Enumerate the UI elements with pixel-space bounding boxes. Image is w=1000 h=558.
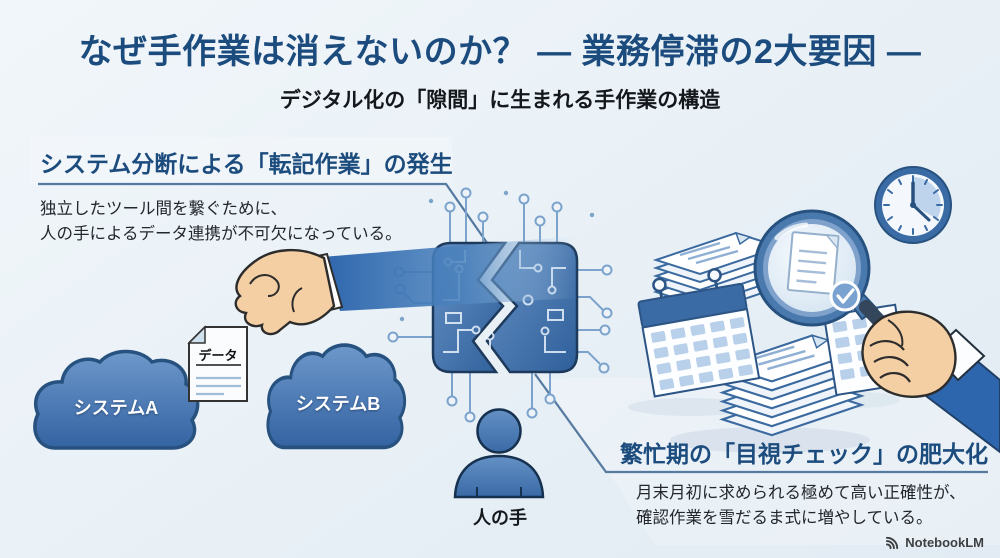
section-left-body-line2: 人の手によるデータ連携が不可欠になっている。 (40, 225, 402, 243)
watermark-brand: NotebookLM (905, 535, 984, 550)
data-document-icon (187, 325, 248, 402)
cloud-b-label: システムB (295, 394, 381, 414)
section-right-body: 月末月初に求められる極めて高い正確性が、 確認作業を雪だるま式に増やしている。 (636, 481, 966, 531)
page-title: なぜ手作業は消えないのか？ ― 業務停滞の2大要因 ― (78, 33, 922, 71)
person-icon (453, 408, 545, 499)
document-label: データ (198, 348, 238, 363)
left-heading-panel (30, 137, 452, 184)
section-right-heading: 繁忙期の「目視チェック」の肥大化 (620, 441, 988, 467)
right-heading-panel (540, 378, 1000, 545)
section-right-body-line2: 確認作業を雪だるま式に増やしている。 (636, 509, 933, 527)
checkmark-badge-icon (829, 280, 861, 312)
calendar-icon (637, 267, 761, 398)
right-callout-line (534, 373, 988, 474)
section-left-body: 独立したツール間を繋ぐために、 人の手によるデータ連携が不可欠になっている。 (40, 197, 402, 247)
watermark: NotebookLM (885, 535, 984, 550)
left-callout-line (38, 182, 493, 251)
inspector-hand-icon (861, 310, 1000, 454)
shadow (670, 427, 870, 453)
paper-stack-icon (655, 231, 781, 315)
section-right-body-line1: 月末月初に求められる極めて高い正確性が、 (636, 484, 966, 502)
cloud-a-label: システムA (73, 398, 159, 418)
section-left-heading: システム分断による「転記作業」の発生 (40, 151, 453, 177)
page-subtitle: デジタル化の「隙間」に生まれる手作業の構造 (279, 89, 721, 112)
shadow (628, 398, 752, 416)
notebooklm-logo-icon (886, 536, 899, 550)
paper-stack-icon (721, 334, 863, 437)
hand-passing-data-icon (234, 236, 578, 336)
clock-icon (874, 166, 952, 244)
person-label: 人の手 (473, 508, 527, 528)
section-left-body-line1: 独立したツール間を繋ぐために、 (40, 200, 288, 218)
